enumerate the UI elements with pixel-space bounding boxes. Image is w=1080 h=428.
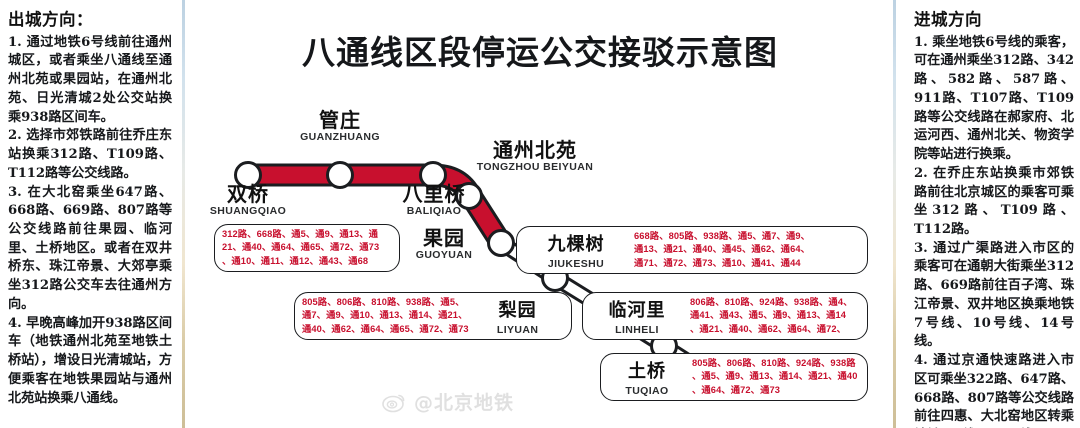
station-label-tuqiao: 土桥 TUQIAO bbox=[608, 357, 686, 397]
station-label-guanzhuang: 管庄 GUANZHUANG bbox=[276, 110, 404, 143]
bus-routes-line: 通13、通21、通40、通45、通62、通64、 bbox=[634, 244, 811, 255]
bus-routes-line: 312路、668路、通5、通9、通13、通 bbox=[222, 229, 379, 239]
bus-routes-list-shuangqiao-baliqiao: 312路、668路、通5、通9、通13、通 21、通40、通64、通65、通72… bbox=[222, 228, 379, 268]
watermark-handle: @北京地铁 bbox=[414, 392, 515, 414]
outbound-paragraph-1: 1. 通过地铁6号线前往通州城区，或者乘坐八通线至通州北苑或果园站，在通州北苑、… bbox=[8, 34, 172, 125]
station-name-en-guoyuan: GUOYUAN bbox=[415, 249, 473, 261]
bus-routes-line: 通71、通72、通73、通10、通41、通44 bbox=[634, 257, 801, 268]
bus-routes-line: 806路、810路、924路、938路、通4、 bbox=[690, 297, 853, 307]
station-name-en-guanzhuang: GUANZHUANG bbox=[300, 131, 380, 143]
station-name-cn-jiukeshu: 九棵树 bbox=[547, 234, 605, 256]
station-marker-guanzhuang[interactable] bbox=[326, 161, 354, 189]
station-name-cn-tuqiao: 土桥 bbox=[628, 361, 666, 383]
station-name-en-shuangqiao: SHUANGQIAO bbox=[209, 205, 287, 217]
inbound-paragraph-4: 4. 通过京通快速路进入市区可乘坐322路、647路、668路、807路等公交线… bbox=[914, 353, 1074, 425]
bus-routes-box-jiukeshu: 九棵树 JIUKESHU 668路、805路、938路、通5、通7、通9、 通1… bbox=[516, 226, 868, 275]
weibo-icon bbox=[382, 394, 405, 412]
station-label-linheli: 临河里 LINHELI bbox=[590, 296, 684, 336]
bus-routes-box-linheli: 临河里 LINHELI 806路、810路、924路、938路、通4、 通41、… bbox=[582, 292, 868, 341]
station-name-en-baliqiao: BALIQIAO bbox=[406, 205, 462, 217]
bus-routes-line: 通40、通62、通64、通65、通72、通73 bbox=[302, 323, 469, 334]
station-name-cn-guanzhuang: 管庄 bbox=[319, 108, 361, 132]
station-marker-baliqiao[interactable] bbox=[419, 161, 447, 189]
station-marker-guoyuan[interactable] bbox=[487, 229, 515, 257]
bus-routes-line: 、通64、通72、通73 bbox=[692, 384, 781, 395]
station-name-cn-guoyuan: 果园 bbox=[423, 226, 465, 250]
bus-routes-list-liyuan: 805路、806路、810路、938路、通5、 通7、通9、通10、通13、通1… bbox=[302, 296, 469, 336]
outbound-info-panel: 出城方向： 1. 通过地铁6号线前往通州城区，或者乘坐八通线至通州北苑或果园站，… bbox=[0, 0, 178, 428]
station-label-shuangqiao: 双桥 SHUANGQIAO bbox=[196, 184, 300, 217]
bus-routes-line: 668路、805路、938路、通5、通7、通9、 bbox=[634, 231, 811, 241]
bus-routes-list-tuqiao: 805路、806路、810路、924路、938路 、通5、通9、通13、通14、… bbox=[692, 357, 857, 397]
outbound-paragraph-4: 4. 早晚高峰加开938路区间车（地铁通州北苑至地铁土桥站），增设日光清城站，方… bbox=[8, 315, 172, 406]
inbound-panel-body: 1. 乘坐地铁6号线的乘客，可在通州乘坐312路、342路、582路、587路、… bbox=[914, 34, 1074, 428]
station-name-cn-baliqiao: 八里桥 bbox=[402, 182, 466, 206]
bus-routes-line: 、通21、通40、通62、通64、通72、 bbox=[690, 323, 847, 334]
bus-routes-line: 805路、806路、810路、938路、通5、 bbox=[302, 297, 465, 307]
station-label-baliqiao: 八里桥 BALIQIAO bbox=[374, 184, 494, 217]
station-name-en-jiukeshu: JIUKESHU bbox=[547, 258, 605, 271]
right-divider bbox=[893, 0, 896, 428]
outbound-panel-heading: 出城方向： bbox=[8, 10, 93, 29]
bus-routes-line: 通7、通9、通10、通13、通14、通21、 bbox=[302, 310, 468, 321]
outbound-paragraph-3: 3. 在大北窑乘坐647路、668路、669路、807路等公交线路前往果园、临河… bbox=[8, 184, 172, 312]
station-name-en-liyuan: LIYUAN bbox=[496, 324, 539, 337]
outbound-panel-body: 1. 通过地铁6号线前往通州城区，或者乘坐八通线至通州北苑或果园站，在通州北苑、… bbox=[8, 34, 172, 409]
station-name-cn-linheli: 临河里 bbox=[608, 300, 666, 322]
bus-routes-line: 、通10、通11、通12、通43、通68 bbox=[222, 255, 369, 266]
inbound-paragraph-2: 2. 在乔庄东站换乘市郊铁路前往北京城区的乘客可乘坐312路、T109路、T11… bbox=[914, 165, 1074, 237]
bus-routes-line: 805路、806路、810路、924路、938路 bbox=[692, 358, 856, 368]
station-name-en-tuqiao: TUQIAO bbox=[625, 385, 669, 398]
bus-routes-line: 、通5、通9、通13、通14、通21、通40 bbox=[692, 371, 858, 382]
station-marker-tongzhou-beiyuan[interactable] bbox=[455, 182, 483, 210]
station-name-en-linheli: LINHELI bbox=[615, 324, 659, 337]
bus-routes-list-linheli: 806路、810路、924路、938路、通4、 通41、通43、通5、通9、通1… bbox=[690, 296, 853, 336]
station-name-en-tongzhou-beiyuan: TONGZHOU BEIYUAN bbox=[476, 161, 594, 173]
page-title: 八通线区段停运公交接驳示意图 bbox=[302, 33, 778, 72]
bus-routes-box-shuangqiao-baliqiao: 312路、668路、通5、通9、通13、通 21、通40、通64、通65、通72… bbox=[214, 224, 400, 273]
inbound-paragraph-1: 1. 乘坐地铁6号线的乘客，可在通州乘坐312路、342路、582路、587路、… bbox=[914, 34, 1074, 163]
left-divider bbox=[182, 0, 185, 428]
watermark: @北京地铁 bbox=[382, 388, 514, 415]
station-label-guoyuan: 果园 GUOYUAN bbox=[392, 228, 496, 261]
bus-routes-line: 21、通40、通64、通65、通72、通73 bbox=[222, 242, 380, 253]
route-map: 八通线区段停运公交接驳示意图 双桥 SHUANGQIAO 管庄 bbox=[186, 0, 894, 428]
bus-routes-list-jiukeshu: 668路、805路、938路、通5、通7、通9、 通13、通21、通40、通45… bbox=[634, 230, 810, 270]
station-label-jiukeshu: 九棵树 JIUKESHU bbox=[524, 230, 628, 270]
station-name-cn-shuangqiao: 双桥 bbox=[227, 182, 269, 206]
bus-routes-line: 通41、通43、通5、通9、通13、通14 bbox=[690, 310, 847, 321]
inbound-info-panel: 进城方向 1. 乘坐地铁6号线的乘客，可在通州乘坐312路、342路、582路、… bbox=[900, 0, 1080, 428]
outbound-paragraph-2: 2. 选择市郊铁路前往乔庄东站换乘312路、T109路、T112路等公交线路。 bbox=[8, 128, 172, 181]
station-label-liyuan: 梨园 LIYUAN bbox=[475, 296, 561, 336]
station-name-cn-tongzhou-beiyuan: 通州北苑 bbox=[493, 138, 577, 162]
station-label-tongzhou-beiyuan: 通州北苑 TONGZHOU BEIYUAN bbox=[446, 140, 624, 173]
station-marker-shuangqiao[interactable] bbox=[234, 161, 262, 189]
bus-routes-box-liyuan: 805路、806路、810路、938路、通5、 通7、通9、通10、通13、通1… bbox=[294, 292, 572, 341]
station-name-cn-liyuan: 梨园 bbox=[498, 300, 537, 322]
bus-routes-box-tuqiao: 土桥 TUQIAO 805路、806路、810路、924路、938路 、通5、通… bbox=[600, 353, 868, 402]
inbound-panel-heading: 进城方向 bbox=[914, 10, 982, 29]
inbound-paragraph-3: 3. 通过广渠路进入市区的乘客可在通朝大街乘坐312路、669路前往百子湾、珠江… bbox=[914, 240, 1074, 350]
